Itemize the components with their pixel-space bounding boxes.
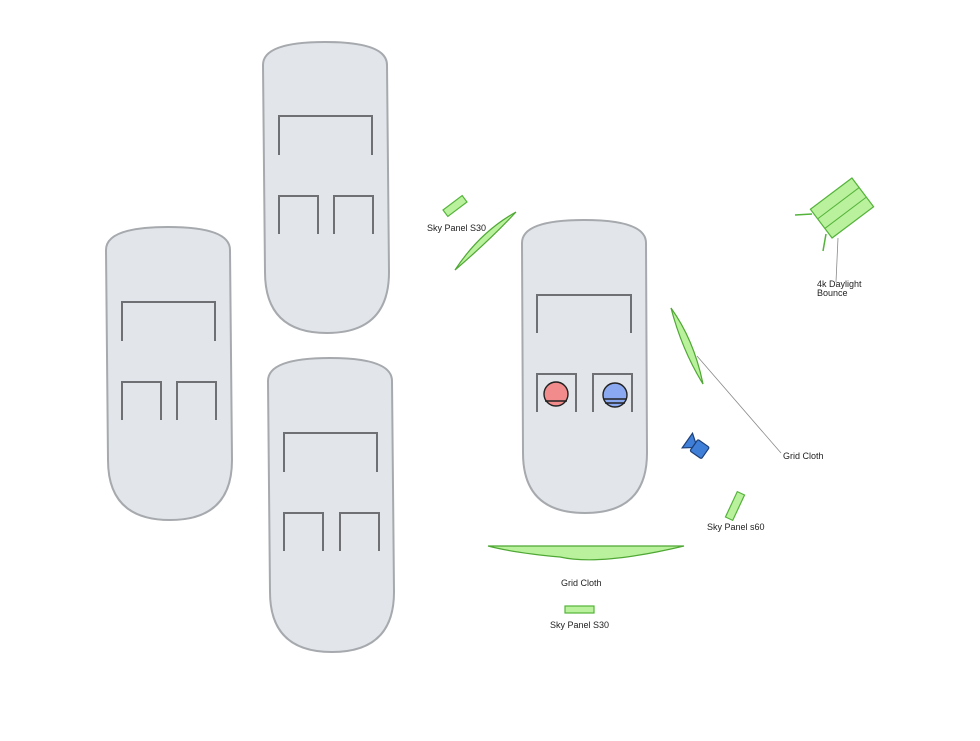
car-top <box>261 40 391 335</box>
grid-cloth-bottom: Grid Cloth <box>487 545 685 588</box>
sky-panel-s30-bottom-shape <box>564 605 595 614</box>
car-top-rear-seat-left <box>278 195 319 234</box>
car-left-rear-seat-right <box>176 381 217 420</box>
car-left-rear-seat-left <box>121 381 162 420</box>
camera-icon <box>681 431 710 459</box>
car-left-front-seat <box>121 301 216 341</box>
car-hero <box>520 218 649 515</box>
car-bottom <box>266 356 396 654</box>
sky-panel-s30-top-shape <box>442 194 468 218</box>
sky-panel-s30-bottom: Sky Panel S30 <box>550 605 609 630</box>
car-hero-rear-seat-right <box>592 373 633 412</box>
grid-cloth-right-leader <box>696 355 782 454</box>
grid-cloth-bottom-label: Grid Cloth <box>561 578 602 588</box>
car-top-rear-seat-right <box>333 195 374 234</box>
sky-panel-s30-bottom-label: Sky Panel S30 <box>550 620 609 630</box>
car-bottom-body <box>266 356 396 654</box>
car-bottom-rear-seat-right <box>339 512 380 551</box>
actor-red-icon <box>543 381 569 407</box>
daylight-bounce: 4k Daylight Bounce <box>794 177 875 298</box>
sky-panel-s30-top: Sky Panel S30 <box>427 194 486 233</box>
grid-cloth-right-label: Grid Cloth <box>783 451 824 461</box>
sky-panel-s60: Sky Panel s60 <box>707 490 765 532</box>
daylight-bounce-frame <box>809 177 875 239</box>
grid-cloth-bottom-shape <box>487 545 685 561</box>
grid-cloth-right-shape <box>670 307 704 385</box>
grid-cloth-diagonal-left <box>454 211 517 271</box>
car-hero-front-seat <box>536 294 632 333</box>
daylight-bounce-leader <box>835 237 839 283</box>
car-left <box>104 225 234 522</box>
daylight-bounce-label-line1: 4k Daylight <box>817 279 862 289</box>
actor-blue-icon <box>602 382 628 408</box>
daylight-bounce-label-line2: Bounce <box>817 288 848 298</box>
sky-panel-s60-shape <box>724 490 746 522</box>
car-bottom-rear-seat-left <box>283 512 324 551</box>
car-hero-rear-seat-left <box>536 373 577 412</box>
car-top-body <box>261 40 391 335</box>
car-hero-body <box>520 218 649 515</box>
sky-panel-s60-label: Sky Panel s60 <box>707 522 765 532</box>
car-left-body <box>104 225 234 522</box>
car-top-front-seat <box>278 115 373 155</box>
grid-cloth-right: Grid Cloth <box>670 307 824 461</box>
sky-panel-s30-top-label: Sky Panel S30 <box>427 223 486 233</box>
car-bottom-front-seat <box>283 432 378 472</box>
